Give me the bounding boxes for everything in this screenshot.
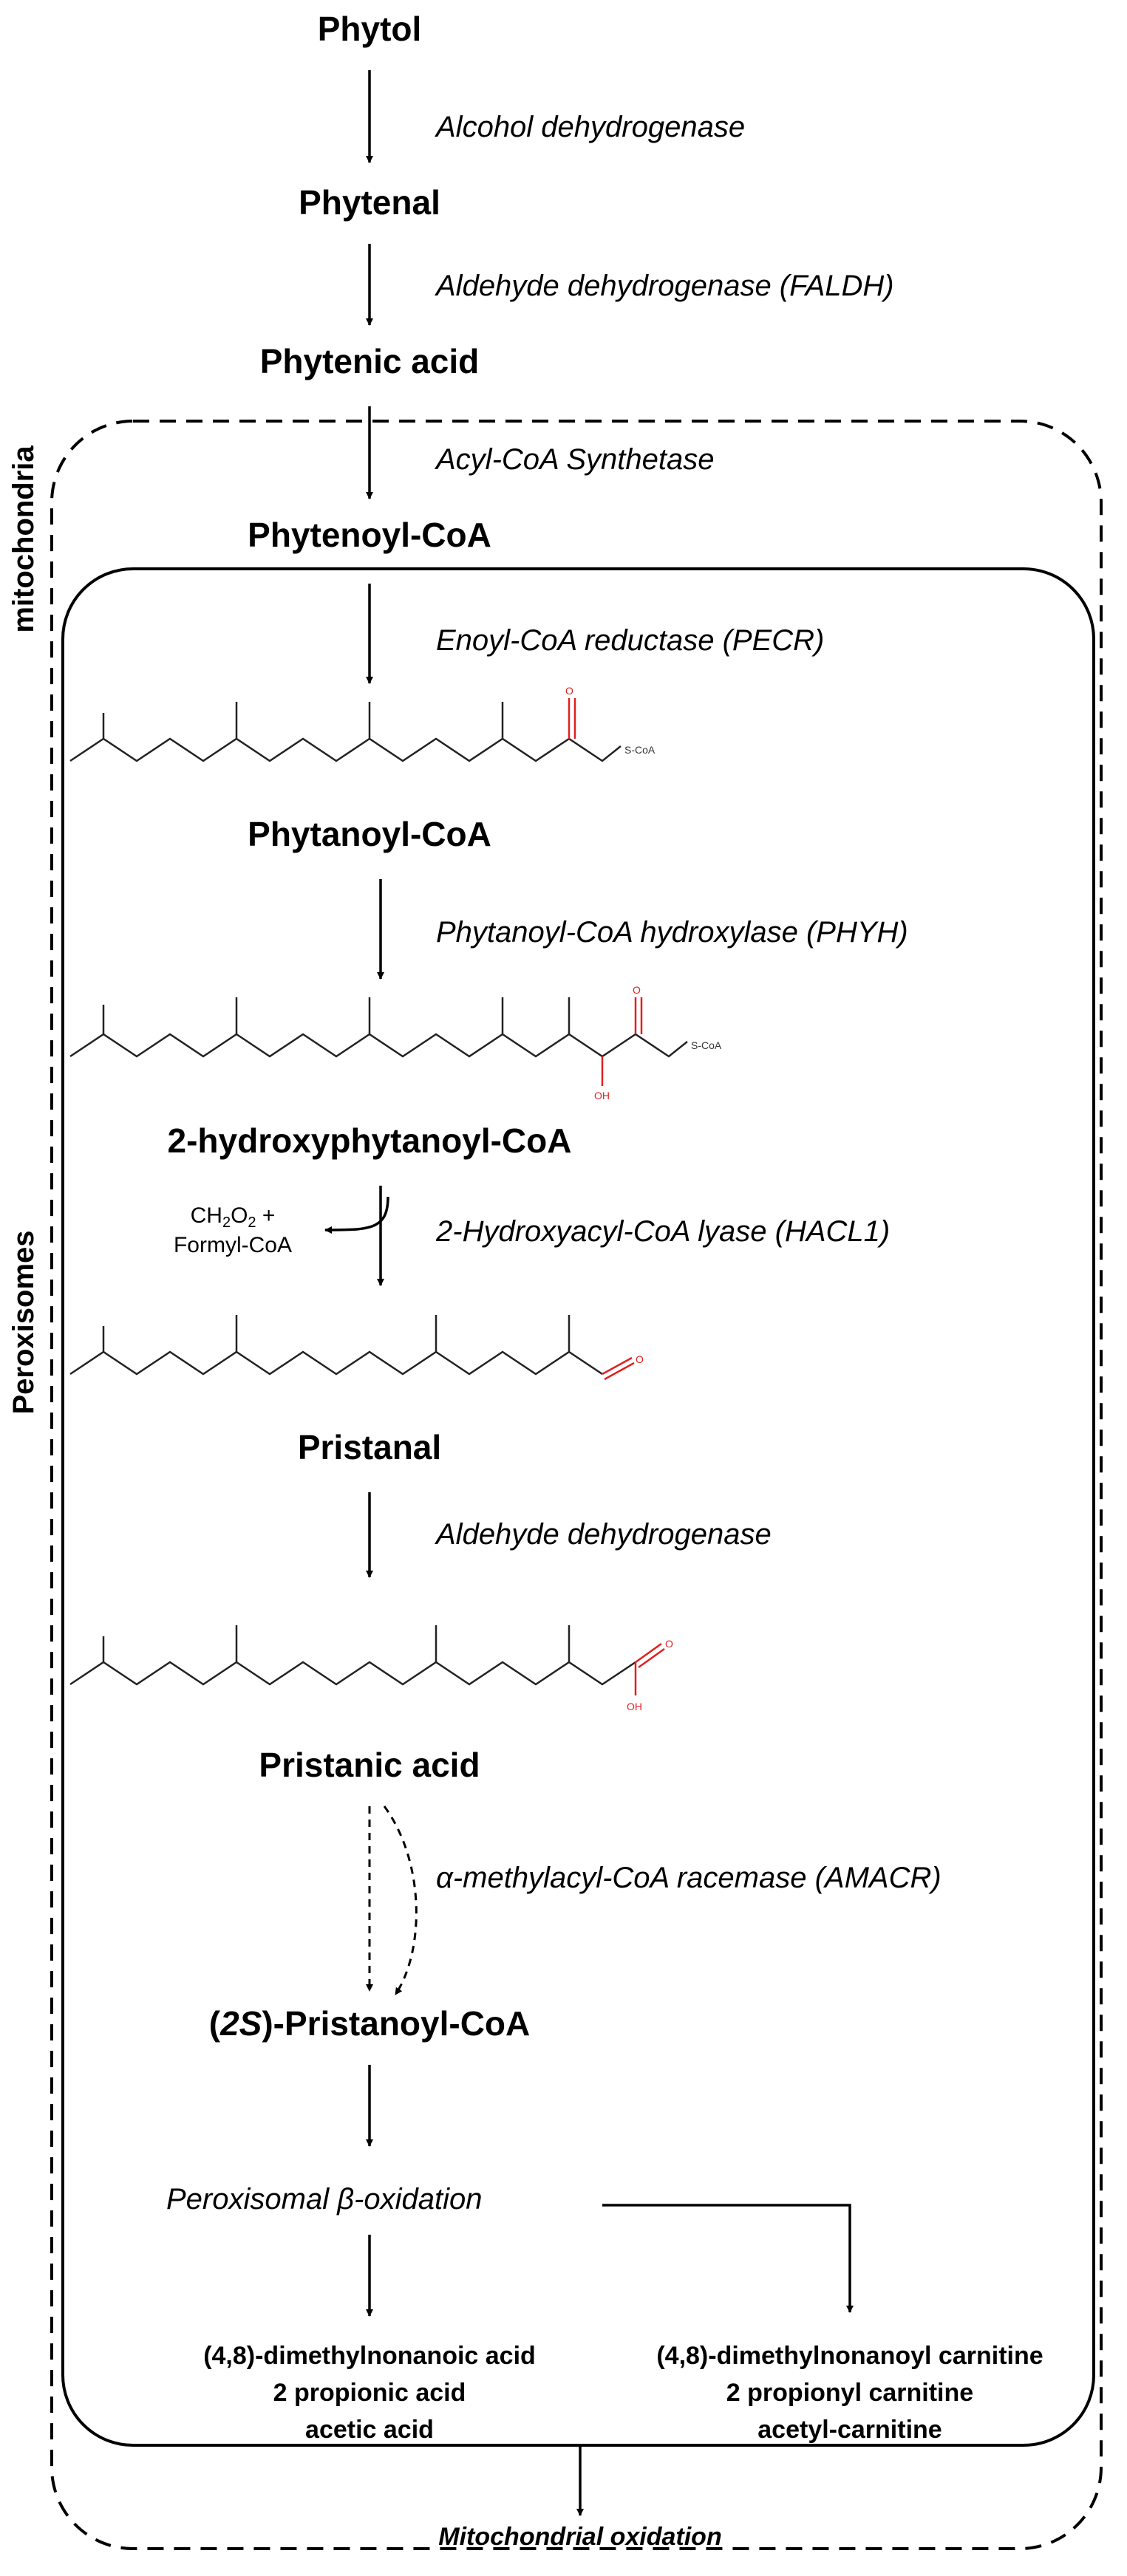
structure-1-oxygen: O — [565, 685, 573, 697]
enzyme-hacl1: 2-Hydroxyacyl-CoA lyase (HACL1) — [435, 1215, 890, 1248]
enzyme-amacr: α-methylacyl-CoA racemase (AMACR) — [436, 1862, 942, 1894]
structure-2-oxygen: O — [633, 984, 641, 996]
compound-phytanoyl-coa: Phytanoyl-CoA — [248, 815, 491, 853]
mitochondrial-oxidation: Mitochondrial oxidation — [438, 2523, 721, 2551]
compound-phytenal: Phytenal — [299, 183, 440, 222]
products-right: (4,8)-dimethylnonanoyl carnitine 2 propi… — [656, 2342, 1043, 2444]
peroxisomal-beta-oxidation: Peroxisomal β-oxidation — [166, 2183, 482, 2215]
mitochondria-boundary — [50, 420, 1103, 2550]
structure-4-hydroxyl: OH — [627, 1701, 642, 1712]
racemase-arrows — [366, 1805, 418, 1995]
reaction-arrows — [324, 70, 854, 2516]
peroxisomes-label: Peroxisomes — [7, 1230, 40, 1414]
enzyme-pecr: Enoyl-CoA reductase (PECR) — [436, 624, 824, 657]
structure-2-hydroxyl: OH — [594, 1090, 610, 1101]
structure-pristanic-acid — [69, 1625, 665, 1695]
product-left-2: 2 propionic acid — [273, 2379, 466, 2407]
enzyme-acyl-coa-synthetase: Acyl-CoA Synthetase — [435, 443, 714, 476]
compound-phytenoyl-coa: Phytenoyl-CoA — [248, 516, 491, 554]
byproduct-ch2o2: CH2O2 + — [191, 1203, 276, 1231]
structure-2-hydroxyphytanoyl-coa — [69, 997, 688, 1086]
compound-2s-pristanoyl-coa: (2S)-Pristanoyl-CoA — [209, 2004, 531, 2043]
compound-phytenic-acid: Phytenic acid — [260, 342, 480, 380]
structure-2-s-coa: S-CoA — [691, 1039, 722, 1051]
structure-4-oxygen: O — [665, 1638, 673, 1650]
peroxisome-boundary — [61, 567, 1095, 2447]
compound-pristanic-acid: Pristanic acid — [259, 1746, 480, 1784]
byproduct-formyl-coa: Formyl-CoA — [174, 1233, 292, 1257]
structure-3-oxygen: O — [636, 1353, 644, 1365]
product-left-3: acetic acid — [305, 2416, 434, 2444]
compound-phytol: Phytol — [318, 10, 422, 48]
enzyme-alcohol-dehydrogenase: Alcohol dehydrogenase — [435, 111, 745, 143]
mitochondria-label: mitochondria — [7, 445, 40, 633]
enzyme-faldh: Aldehyde dehydrogenase (FALDH) — [435, 270, 894, 302]
product-right-1: (4,8)-dimethylnonanoyl carnitine — [656, 2342, 1043, 2370]
product-right-3: acetyl-carnitine — [757, 2416, 942, 2444]
structure-phytanoyl-coa — [69, 698, 622, 762]
arrow-8b — [383, 1805, 418, 1995]
enzyme-phyh: Phytanoyl-CoA hydroxylase (PHYH) — [436, 916, 908, 949]
arrow-11 — [602, 2204, 854, 2313]
product-left-1: (4,8)-dimethylnonanoic acid — [203, 2342, 536, 2370]
compound-pristanal: Pristanal — [298, 1428, 441, 1466]
product-right-2: 2 propionyl carnitine — [726, 2379, 973, 2407]
structure-1-s-coa: S-CoA — [624, 744, 656, 756]
arrow-byproduct — [324, 1196, 389, 1234]
products-left: (4,8)-dimethylnonanoic acid 2 propionic … — [203, 2342, 536, 2444]
compound-2-hydroxyphytanoyl-coa: 2-hydroxyphytanoyl-CoA — [168, 1121, 572, 1160]
enzyme-aldehyde-dehydrogenase: Aldehyde dehydrogenase — [435, 1518, 772, 1551]
structure-pristanal — [69, 1315, 635, 1381]
